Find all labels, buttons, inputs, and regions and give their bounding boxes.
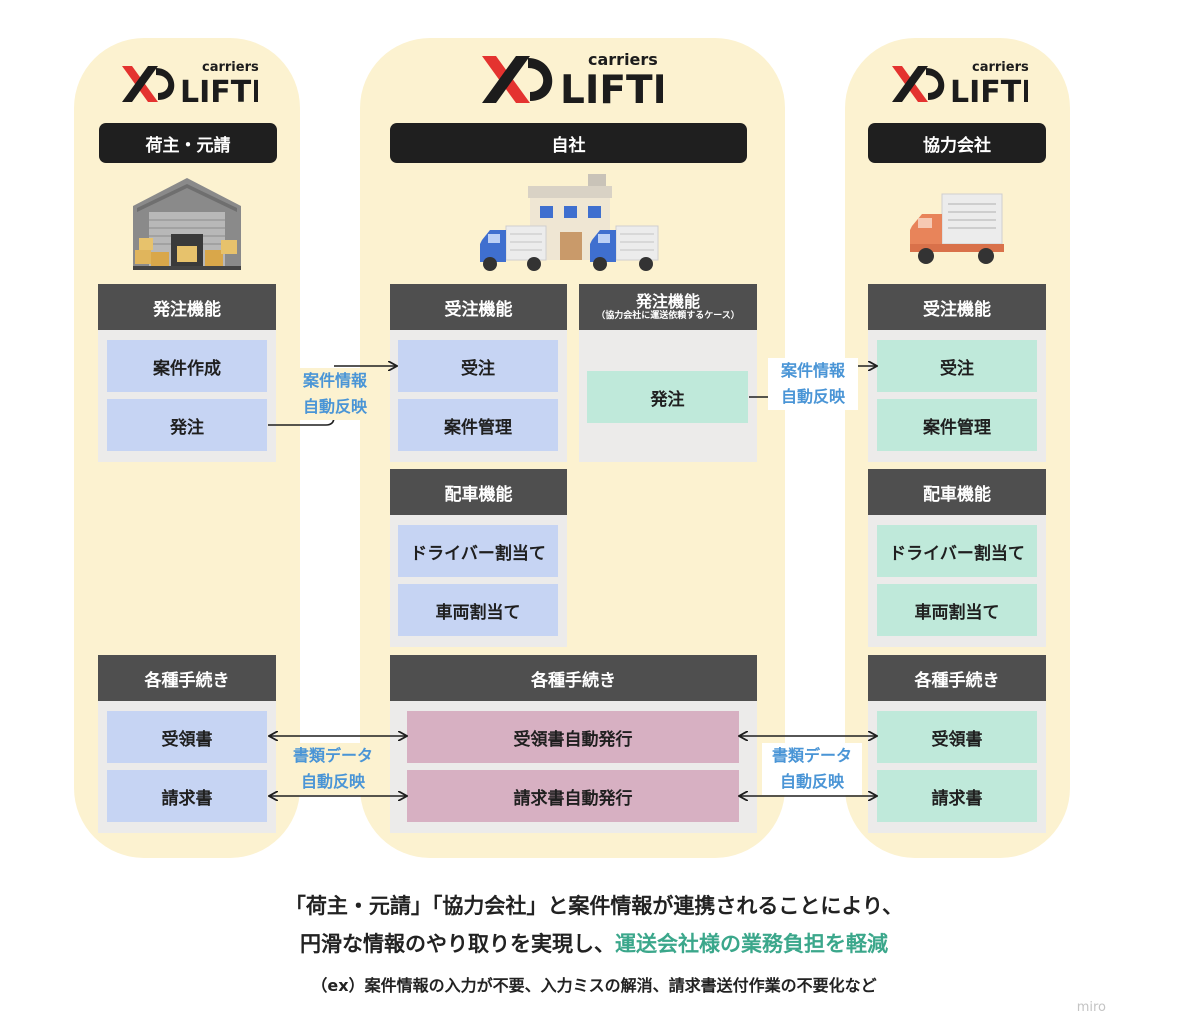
company-building-icon	[480, 174, 659, 271]
shipper-receipt: 受領書	[107, 711, 267, 763]
connector-label-line: 案件情報	[302, 371, 367, 390]
shipper-invoice: 請求書	[107, 770, 267, 822]
logo-carriers: carriers	[972, 60, 1029, 75]
caption-line-1: 「荷主・元請」「協力会社」と案件情報が連携されることにより、	[284, 894, 904, 918]
caption-line-2-highlight: 運送会社様の業務負担を軽減	[615, 932, 888, 956]
connector-label-line: 書類データ	[292, 746, 373, 765]
own-vehicle-assign: 車両割当て	[398, 584, 558, 636]
column-title-partner: 協力会社	[868, 123, 1046, 163]
own-order-header-subtitle: （協力会社に運送依頼するケース）	[596, 310, 740, 321]
shipper-order-header: 発注機能	[98, 284, 276, 330]
caption-line-3: （ex）案件情報の入力が不要、入力ミスの解消、請求書送付作業の不要化など	[311, 976, 877, 995]
connector-label-doc-right: 書類データ 自動反映	[762, 743, 862, 795]
connector-label-line: 自動反映	[302, 397, 367, 416]
partner-dispatch-header: 配車機能	[868, 469, 1046, 515]
shipper-procedures-header: 各種手続き	[98, 655, 276, 701]
logo-partner: LIFTI carriers	[888, 56, 1029, 116]
partner-invoice: 請求書	[877, 770, 1037, 822]
partner-procedures-header: 各種手続き	[868, 655, 1046, 701]
own-dispatch-header: 配車機能	[390, 469, 567, 515]
svg-text:LIFTI: LIFTI	[560, 68, 663, 106]
logo-name: LIFTI	[180, 75, 258, 106]
partner-case-management: 案件管理	[877, 399, 1037, 451]
own-receive-order: 受注	[398, 340, 558, 392]
partner-receive-order: 受注	[877, 340, 1037, 392]
own-receipt-auto: 受領書自動発行	[407, 711, 739, 763]
connector-label-line: 自動反映	[780, 387, 845, 406]
partner-vehicle-assign: 車両割当て	[877, 584, 1037, 636]
logo-own: LIFTI carriers	[478, 48, 663, 108]
own-driver-assign: ドライバー割当て	[398, 525, 558, 577]
logo-shipper: LIFTI carriers	[118, 56, 259, 116]
partner-driver-assign: ドライバー割当て	[877, 525, 1037, 577]
connector-label-line: 書類データ	[771, 746, 852, 765]
own-place-order: 発注	[587, 371, 748, 423]
truck-icon	[910, 193, 1004, 264]
caption-line-2: 円滑な情報のやり取りを実現し、運送会社様の業務負担を軽減	[0, 928, 1188, 958]
warehouse-icon	[133, 178, 241, 270]
own-order-header-title: 発注機能	[635, 291, 700, 311]
own-case-management: 案件管理	[398, 399, 558, 451]
partner-receive-header: 受注機能	[868, 284, 1046, 330]
connector-label-doc-left: 書類データ 自動反映	[283, 743, 383, 795]
own-order-header: 発注機能 （協力会社に運送依頼するケース）	[579, 284, 757, 330]
miro-watermark: miro	[1076, 1000, 1106, 1015]
logo-carriers: carriers	[202, 60, 259, 75]
connector-label-line: 案件情報	[780, 361, 845, 380]
shipper-place-order: 発注	[107, 399, 267, 451]
caption-line-2-plain: 円滑な情報のやり取りを実現し、	[300, 932, 615, 956]
connector-label-case-right: 案件情報 自動反映	[768, 358, 858, 410]
own-procedures-header: 各種手続き	[390, 655, 757, 701]
own-invoice-auto: 請求書自動発行	[407, 770, 739, 822]
logo-carriers: carriers	[588, 50, 658, 69]
svg-text:LIFTI: LIFTI	[950, 75, 1028, 106]
column-title-shipper: 荷主・元請	[99, 123, 277, 163]
partner-receipt: 受領書	[877, 711, 1037, 763]
connector-label-case-left: 案件情報 自動反映	[290, 368, 380, 420]
shipper-create-case: 案件作成	[107, 340, 267, 392]
connector-label-line: 自動反映	[779, 772, 844, 791]
own-receive-header: 受注機能	[390, 284, 567, 330]
connector-label-line: 自動反映	[300, 772, 365, 791]
column-title-own: 自社	[390, 123, 747, 163]
